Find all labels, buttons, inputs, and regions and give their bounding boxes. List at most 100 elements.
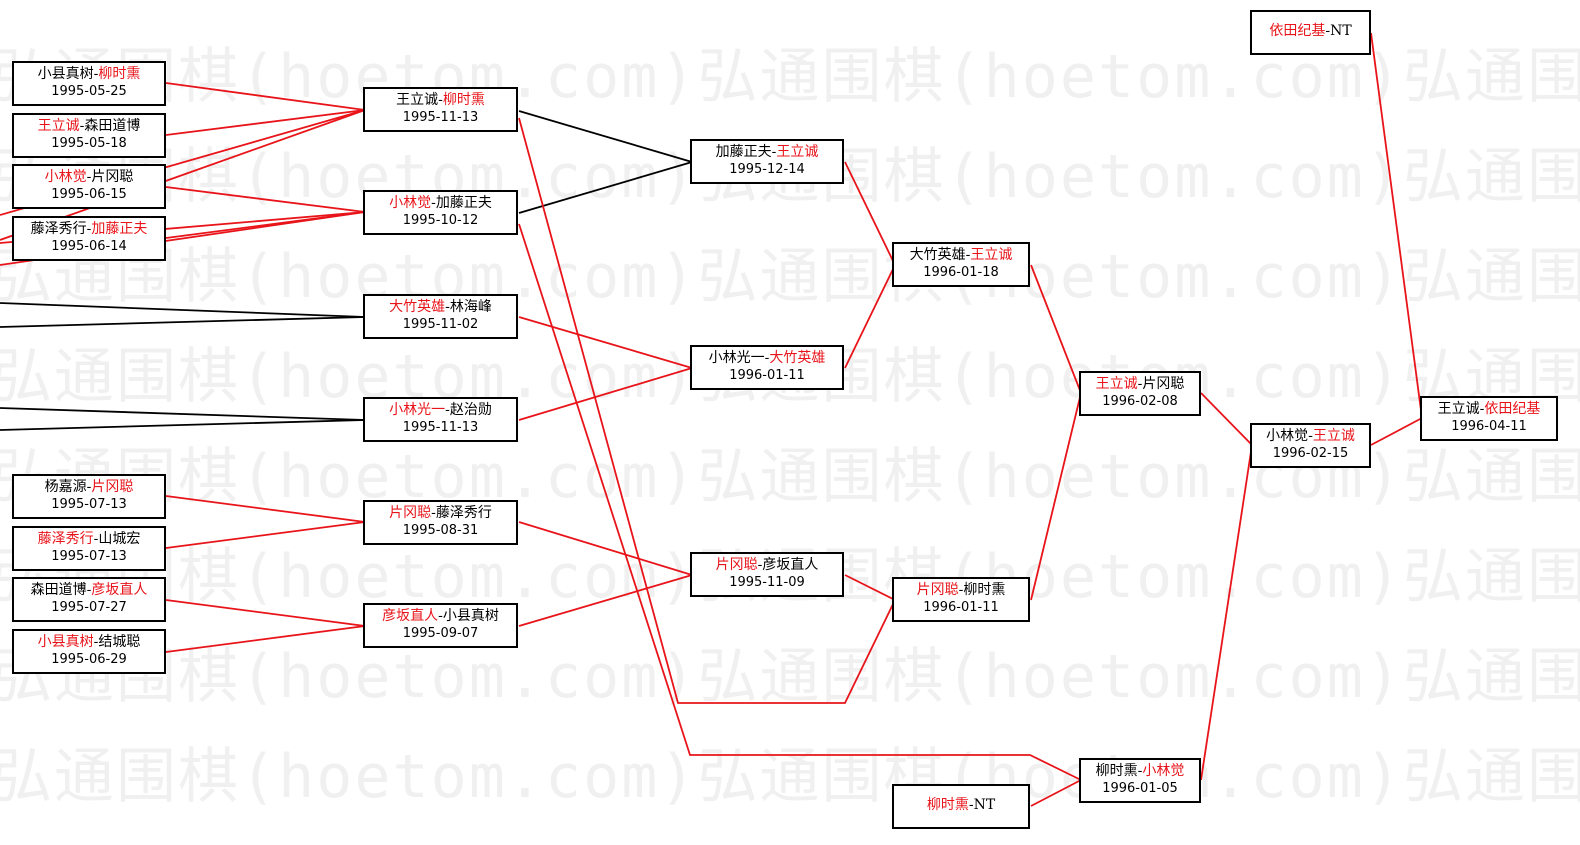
match-box[interactable]: 依田纪基-NT	[1250, 10, 1371, 55]
player2-name: 小县真树	[442, 608, 499, 624]
player1-name: 森田道博	[30, 582, 87, 598]
match-box[interactable]: 王立诚-柳时熏 1995-11-13	[363, 87, 518, 132]
match-box[interactable]: 片冈聪-藤泽秀行 1995-08-31	[363, 500, 518, 545]
player2-name: 柳时熏	[963, 582, 1006, 598]
player2-name: 彦坂直人	[762, 557, 819, 573]
player1-name: 王立诚	[1437, 401, 1480, 417]
match-date: 1996-04-11	[1451, 419, 1527, 434]
match-date: 1995-05-25	[51, 84, 127, 99]
player1-name: 小林觉	[1266, 428, 1309, 444]
match-box[interactable]: 森田道博-彦坂直人 1995-07-27	[12, 577, 166, 622]
match-date: 1995-06-29	[51, 652, 127, 667]
player1-name: 藤泽秀行	[37, 531, 94, 547]
match-box[interactable]: 小县真树-柳时熏 1995-05-25	[12, 61, 166, 106]
player1-name: 王立诚	[396, 92, 439, 108]
match-date: 1996-01-11	[729, 368, 805, 383]
match-date: 1996-01-18	[923, 265, 999, 280]
match-box[interactable]: 小林光一-赵治勋 1995-11-13	[363, 397, 518, 442]
connector-line	[518, 223, 1082, 781]
player1-name: 大竹英雄	[389, 299, 446, 315]
player1-name: 片冈聪	[715, 557, 758, 573]
match-box[interactable]: 王立诚-片冈聪 1996-02-08	[1079, 371, 1201, 416]
player2-name: NT	[973, 797, 996, 813]
match-date: 1996-01-11	[923, 600, 999, 615]
match-box[interactable]: 王立诚-森田道博 1995-05-18	[12, 113, 166, 158]
match-date: 1996-02-15	[1272, 446, 1349, 461]
player1-name: 片冈聪	[389, 505, 432, 521]
connector-line	[1370, 417, 1423, 446]
match-date: 1995-07-27	[51, 600, 127, 615]
player2-name: 柳时熏	[98, 66, 141, 82]
match-date: 1995-07-13	[51, 497, 127, 512]
player2-name: 赵治勋	[449, 402, 492, 418]
connector-line	[0, 407, 366, 421]
match-date: 1995-10-12	[402, 213, 479, 228]
match-box[interactable]: 彦坂直人-小县真树 1995-09-07	[363, 603, 518, 648]
connector-line	[0, 419, 366, 431]
connector-line	[1200, 444, 1253, 781]
connector-line	[518, 117, 896, 704]
connector-line	[518, 367, 693, 421]
match-date: 1995-12-14	[729, 162, 805, 177]
match-box[interactable]: 小林觉-加藤正夫 1995-10-12	[363, 190, 518, 235]
connector-line	[1370, 32, 1423, 419]
final-match-box[interactable]: 王立诚-依田纪基 1996-04-11	[1420, 396, 1558, 441]
player2-name: 片冈聪	[1142, 376, 1185, 392]
connector-line	[0, 302, 366, 318]
connector-line	[518, 574, 693, 627]
player2-name: 小林觉	[1142, 763, 1185, 779]
player1-name: 小林觉	[389, 195, 432, 211]
player2-name: 柳时熏	[442, 92, 485, 108]
player2-name: 彦坂直人	[91, 582, 148, 598]
player1-name: 小林光一	[389, 402, 446, 418]
connector-line	[1200, 392, 1253, 446]
player1-name: 片冈聪	[916, 582, 959, 598]
player1-name: 依田纪基	[1269, 23, 1326, 39]
match-box[interactable]: 藤泽秀行-加藤正夫 1995-06-14	[12, 216, 166, 261]
player2-name: 依田纪基	[1484, 401, 1541, 417]
connector-line	[165, 599, 366, 627]
match-date: 1995-11-09	[729, 575, 805, 590]
player2-name: 山城宏	[98, 531, 141, 547]
player1-name: 彦坂直人	[382, 608, 439, 624]
match-date: 1996-02-08	[1102, 394, 1178, 409]
match-date: 1995-06-14	[51, 239, 127, 254]
player1-name: 小林光一	[708, 350, 765, 366]
player2-name: 森田道博	[84, 118, 141, 134]
connector-line	[165, 109, 366, 136]
player1-name: 柳时熏	[926, 797, 969, 813]
match-box[interactable]: 藤泽秀行-山城宏 1995-07-13	[12, 526, 166, 571]
match-box[interactable]: 小林光一-大竹英雄 1996-01-11	[690, 345, 844, 390]
connector-line	[165, 495, 366, 523]
match-date: 1995-11-13	[402, 110, 479, 125]
player1-name: 藤泽秀行	[30, 221, 87, 237]
match-date: 1995-09-07	[402, 626, 479, 641]
player1-name: 小县真树	[37, 66, 94, 82]
match-date: 1995-05-18	[51, 136, 127, 151]
match-box[interactable]: 大竹英雄-王立诚 1996-01-18	[892, 242, 1030, 287]
match-box[interactable]: 片冈聪-彦坂直人 1995-11-09	[690, 552, 844, 597]
match-box[interactable]: 小县真树-结城聪 1995-06-29	[12, 629, 166, 674]
connector-line	[518, 521, 693, 576]
player1-name: 王立诚	[37, 118, 80, 134]
connector-line	[165, 82, 366, 111]
connector-line	[165, 625, 366, 653]
player1-name: 大竹英雄	[909, 247, 966, 263]
match-box[interactable]: 小林觉-片冈聪 1995-06-15	[12, 164, 166, 209]
match-box[interactable]: 杨嘉源-片冈聪 1995-07-13	[12, 474, 166, 519]
match-box[interactable]: 片冈聪-柳时熏 1996-01-11	[892, 577, 1030, 622]
match-box[interactable]: 柳时熏-小林觉 1996-01-05	[1079, 758, 1201, 803]
player2-name: 大竹英雄	[769, 350, 826, 366]
match-date: 1996-01-05	[1102, 781, 1178, 796]
connector-line	[518, 110, 693, 163]
player2-name: 王立诚	[776, 144, 819, 160]
connector-line	[518, 161, 693, 214]
match-date: 1995-07-13	[51, 549, 127, 564]
connector-line	[165, 186, 366, 213]
match-box[interactable]: 柳时熏-NT	[892, 784, 1030, 829]
match-box[interactable]: 大竹英雄-林海峰 1995-11-02	[363, 294, 518, 339]
match-box[interactable]: 加藤正夫-王立诚 1995-12-14	[690, 139, 844, 184]
match-box[interactable]: 小林觉-王立诚 1996-02-15	[1250, 423, 1371, 468]
match-date: 1995-11-02	[402, 317, 479, 332]
connector-line	[844, 161, 896, 266]
